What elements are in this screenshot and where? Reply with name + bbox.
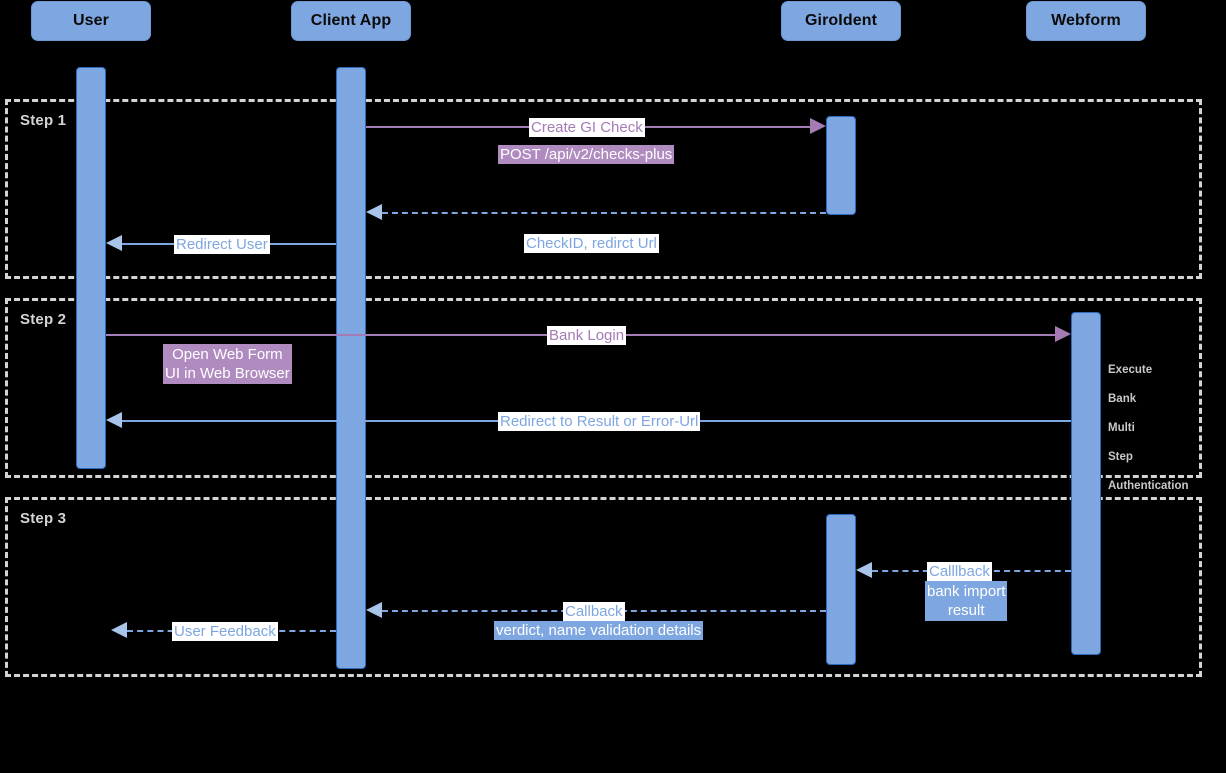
frame-step-2 [5, 298, 1202, 478]
activation-bar-giroident-step3 [826, 514, 856, 665]
participant-client-app[interactable]: Client App [291, 1, 411, 41]
note-bank-import-result-line-1: bank import [927, 583, 1006, 600]
participant-webform[interactable]: Webform [1026, 1, 1146, 41]
activation-bar-webform [1071, 312, 1101, 655]
frame-step-1-label: Step 1 [20, 112, 67, 129]
frame-step-2-label: Step 2 [20, 311, 67, 328]
frame-step-1 [5, 99, 1202, 279]
message-label-checkid-redirect-url: CheckID, redirct Url [524, 234, 659, 253]
arrowhead-checkid-redirect-url [366, 204, 382, 220]
note-verdict-name-validation: verdict, name validation details [494, 621, 704, 640]
arrowhead-bank-login [1055, 326, 1071, 342]
arrowhead-redirect-result-error [106, 412, 122, 428]
activation-bar-user [76, 67, 106, 469]
note-bank-import-result: bank import result [925, 581, 1008, 621]
message-label-bank-login: Bank Login [547, 326, 627, 345]
note-execute-bank-auth-line-3: Multi [1108, 421, 1135, 434]
frame-step-3 [5, 497, 1202, 677]
message-label-user-feedback: User Feedback [172, 622, 278, 641]
arrowhead-callback-webform-giroident [856, 562, 872, 578]
participant-giroident[interactable]: GiroIdent [781, 1, 901, 41]
arrowhead-callback-giroident-client [366, 602, 382, 618]
frame-step-3-label: Step 3 [20, 510, 67, 527]
activation-bar-giroident-step1 [826, 116, 856, 215]
note-bank-import-result-line-2: result [947, 602, 985, 619]
arrowhead-redirect-user [106, 235, 122, 251]
note-open-web-form-line-2: UI in Web Browser [165, 365, 290, 382]
note-execute-bank-auth-line-2: Bank [1108, 392, 1137, 405]
message-label-redirect-result-error: Redirect to Result or Error-Url [498, 412, 701, 431]
note-open-web-form-line-1: Open Web Form [172, 346, 283, 363]
activation-bar-client-app [336, 67, 366, 669]
note-execute-bank-auth: Execute Bank Multi Step Authentication [1108, 348, 1189, 508]
arrowhead-user-feedback [111, 622, 127, 638]
message-label-create-gi-check: Create GI Check [529, 118, 645, 137]
message-label-redirect-user: Redirect User [174, 235, 270, 254]
note-execute-bank-auth-line-5: Authentication [1108, 479, 1189, 492]
arrowhead-create-gi-check [810, 118, 826, 134]
participant-user[interactable]: User [31, 1, 151, 41]
note-post-checks-plus: POST /api/v2/checks-plus [498, 145, 675, 164]
message-label-callback-giroident-client: Callback [563, 602, 625, 621]
message-label-callback-webform-giroident: Calllback [927, 562, 992, 581]
note-open-web-form: Open Web Form UI in Web Browser [163, 344, 292, 384]
note-execute-bank-auth-line-1: Execute [1108, 363, 1153, 376]
note-execute-bank-auth-line-4: Step [1108, 450, 1133, 463]
message-line-checkid-redirect-url [382, 212, 826, 214]
